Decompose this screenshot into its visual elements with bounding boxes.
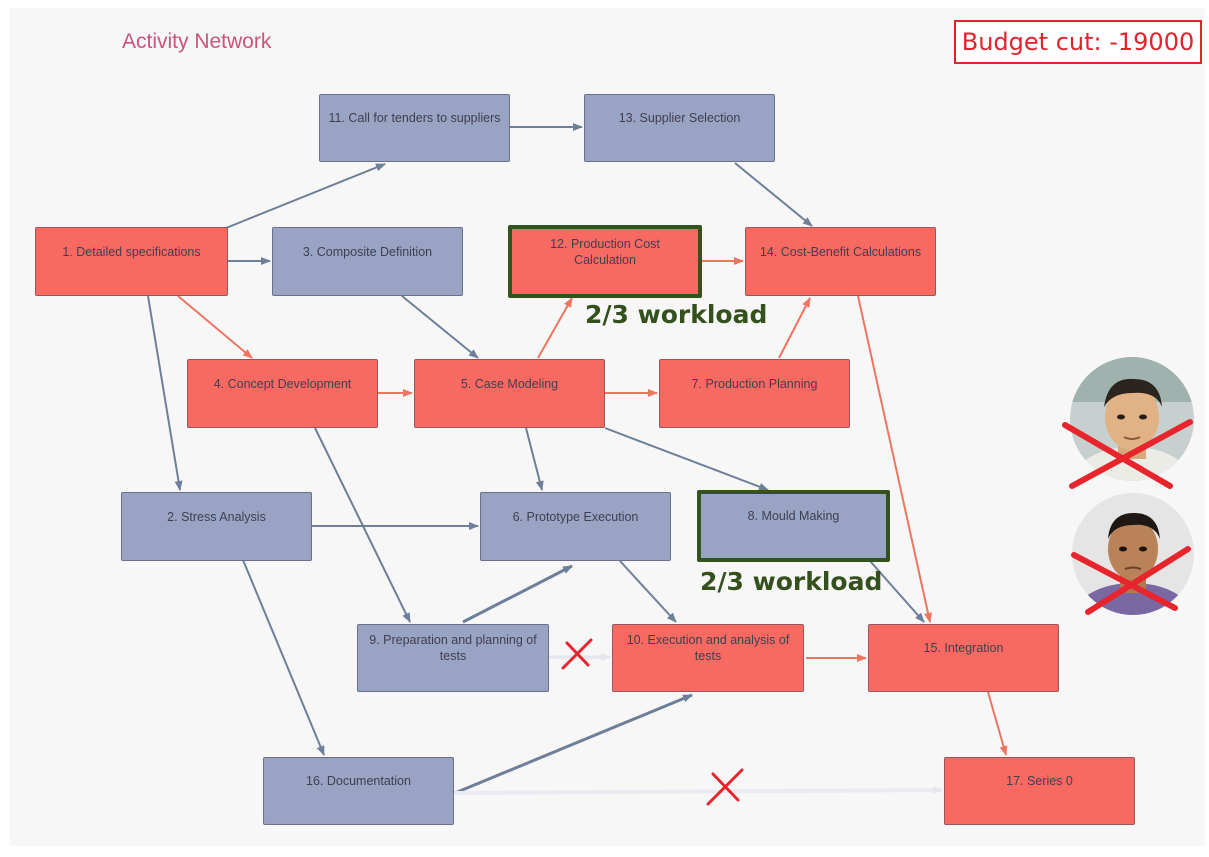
edge-7-14 [778,297,811,359]
person-2-cross [1071,546,1191,615]
person-1-cross [1062,419,1193,489]
edge-15-17 [987,691,1008,756]
cross-mark-edge-9-10 [561,638,593,670]
node-2-label: 2. Stress Analysis [167,509,266,524]
budget-cut-badge: Budget cut: -19000 [954,20,1202,64]
node-9[interactable]: 9. Preparation and planning of tests [357,624,549,692]
workload-label-node-12: 2/3 workload [585,300,768,329]
edge-1-4 [177,295,253,359]
node-16-label: 16. Documentation [306,774,411,788]
cross-mark-edge-16-17 [706,768,744,806]
edge-1-2 [147,295,183,491]
node-8-label: 8. Mould Making [747,509,840,523]
node-15[interactable]: 15. Integration [868,624,1059,692]
node-5[interactable]: 5. Case Modeling [414,359,605,428]
node-3-label: 3. Composite Definition [302,244,433,259]
node-7[interactable]: 7. Production Planning [659,359,850,428]
node-10[interactable]: 10. Execution and analysis of tests [612,624,804,692]
node-12-label: 12. Production Cost Calculation [550,236,660,267]
page-title: Activity Network [122,30,272,53]
edge-6-10 [619,560,677,623]
node-14-label: 14. Cost-Benefit Calculations [759,244,922,259]
edge-13-14 [734,162,813,227]
node-11[interactable]: 11. Call for tenders to suppliers [319,94,510,162]
edge-8-15 [869,560,925,623]
edge-5-6 [525,427,544,491]
node-14[interactable]: 14. Cost-Benefit Calculations [745,227,936,296]
node-6[interactable]: 6. Prototype Execution [480,492,671,561]
edge-9-6 [462,564,573,624]
edge-3-5 [401,295,479,359]
edge-5-12 [537,297,573,359]
node-10-label: 10. Execution and analysis of tests [626,633,790,663]
node-17[interactable]: 17. Series 0 [944,757,1135,825]
node-1-label: 1. Detailed specifications [62,244,201,259]
node-9-label: 9. Preparation and planning of tests [369,633,537,663]
node-3[interactable]: 3. Composite Definition [272,227,463,296]
node-17-label: 17. Series 0 [1006,774,1073,788]
node-2[interactable]: 2. Stress Analysis [121,492,312,561]
node-4[interactable]: 4. Concept Development [187,359,378,428]
edge-1-11 [225,163,386,229]
node-12[interactable]: 12. Production Cost Calculation [508,225,702,298]
node-7-label: 7. Production Planning [691,376,818,391]
node-8[interactable]: 8. Mould Making [697,490,890,562]
node-16[interactable]: 16. Documentation [263,757,454,825]
edge-5-8 [604,427,769,491]
node-15-label: 15. Integration [923,641,1004,655]
node-5-label: 5. Case Modeling [460,376,559,391]
person-2-avatar [1072,493,1194,615]
node-4-label: 4. Concept Development [213,376,352,391]
node-6-label: 6. Prototype Execution [512,509,639,524]
node-13[interactable]: 13. Supplier Selection [584,94,775,162]
edge-16-10 [454,693,693,795]
workload-label-node-8: 2/3 workload [700,567,883,596]
edge-2-16 [242,559,325,756]
node-11-label: 11. Call for tenders to suppliers [328,111,501,125]
edge-14-15 [857,295,932,623]
node-1[interactable]: 1. Detailed specifications [35,227,228,296]
node-13-label: 13. Supplier Selection [618,111,741,125]
person-1-avatar [1070,357,1194,481]
edge-16-17-removed [454,786,943,795]
